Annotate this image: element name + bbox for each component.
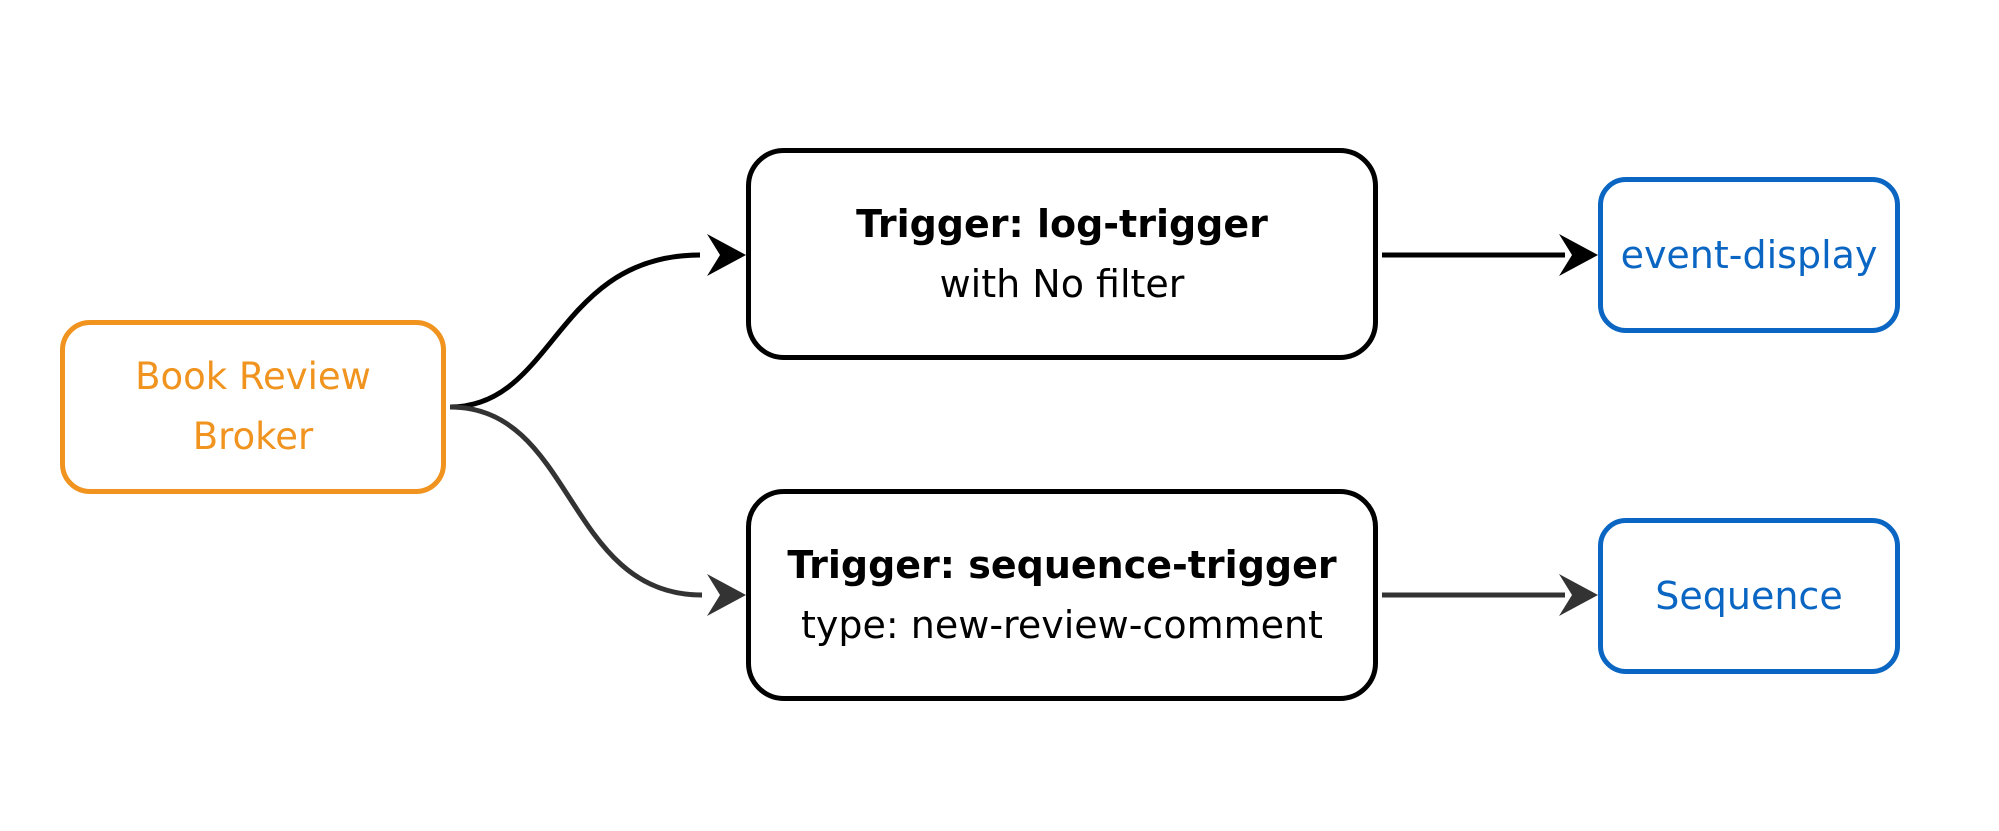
- sink-node-sequence: Sequence: [1598, 518, 1900, 674]
- arrowhead-sequence-trigger: [707, 574, 746, 616]
- sink-label: event-display: [1620, 233, 1878, 277]
- edge-broker-to-log-trigger: [449, 252, 701, 410]
- edge-broker-to-sequence-trigger: [449, 404, 703, 598]
- trigger-node-sequence: Trigger: sequence-trigger type: new-revi…: [746, 489, 1378, 701]
- sink-label: Sequence: [1655, 574, 1843, 618]
- trigger-detail: with No filter: [939, 262, 1185, 306]
- trigger-detail: type: new-review-comment: [801, 603, 1323, 647]
- arrowhead-sequence: [1559, 574, 1598, 616]
- broker-label-line2: Broker: [192, 415, 314, 458]
- sink-node-event-display: event-display: [1598, 177, 1900, 333]
- broker-node: Book Review Broker: [60, 320, 446, 494]
- arrowhead-log-trigger: [707, 234, 746, 276]
- trigger-node-log: Trigger: log-trigger with No filter: [746, 148, 1378, 360]
- trigger-title: Trigger: log-trigger: [856, 202, 1268, 246]
- broker-label-line1: Book Review: [135, 355, 371, 398]
- arrowhead-event-display: [1559, 234, 1598, 276]
- trigger-title: Trigger: sequence-trigger: [787, 543, 1337, 587]
